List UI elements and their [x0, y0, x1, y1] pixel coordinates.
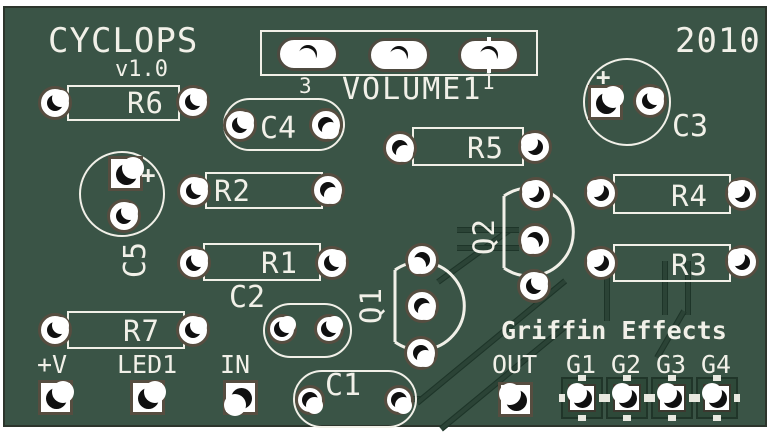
- capacitor-C1-pad2: [384, 385, 414, 415]
- pad-output-label: OUT: [492, 350, 538, 379]
- pad-output: [498, 382, 533, 417]
- capacitor-C1-pad1: [295, 385, 325, 415]
- resistor-R7-pad2: [176, 313, 210, 347]
- capacitor-C3-pos-pad: [588, 85, 624, 120]
- capacitor-C5-outline: [79, 151, 165, 237]
- resistor-R7-label: R7: [123, 314, 160, 348]
- capacitor-C4-label: C4: [260, 111, 297, 146]
- pad-g2-inner: [612, 383, 641, 412]
- pad-g4-label: G4: [701, 350, 732, 379]
- resistor-R5-label: R5: [467, 131, 504, 165]
- capacitor-C2-label: C2: [229, 280, 266, 315]
- resistor-R5-pad2: [518, 130, 552, 164]
- resistor-R4-label: R4: [671, 179, 708, 213]
- transistor-Q1-pad1: [405, 243, 439, 277]
- resistor-R1-label: R1: [261, 246, 298, 280]
- volume1-pin3-label: 3: [299, 74, 312, 98]
- resistor-R4-pad2: [725, 177, 759, 211]
- pcb-board: CYCLOPS v1.0 2010 Griffin Effects 3 VOLU…: [3, 6, 767, 432]
- volume1-pin1-label: 1: [482, 70, 495, 94]
- capacitor-C1-outline: [293, 370, 417, 428]
- pad-g1-label: G1: [566, 350, 597, 379]
- board-title: CYCLOPS: [48, 21, 199, 61]
- capacitor-C2-pad1: [267, 314, 297, 344]
- resistor-R3-label: R3: [671, 248, 708, 282]
- pad-input-label: IN: [220, 350, 251, 379]
- resistor-R4-pad1: [584, 176, 618, 210]
- capacitor-C4-pad2: [309, 108, 343, 142]
- capacitor-C3-neg-pad: [633, 84, 667, 118]
- pad-led: [130, 380, 166, 415]
- capacitor-C3-plus: +: [596, 63, 611, 91]
- pad-g2: [604, 375, 648, 419]
- capacitor-C3-label: C3: [672, 109, 709, 144]
- pad-power: [38, 380, 74, 415]
- capacitor-C2-pad2: [314, 314, 344, 344]
- pad-g3-label: G3: [656, 350, 687, 379]
- pad-g3-inner: [657, 383, 686, 412]
- resistor-R1-pad1: [177, 246, 211, 280]
- pad-input: [223, 380, 258, 416]
- transistor-Q2-pad3: [517, 269, 551, 303]
- capacitor-C5-neg-pad: [107, 199, 141, 233]
- resistor-R2-pad1: [177, 174, 211, 208]
- pad-led-label: LED1: [117, 350, 178, 379]
- capacitor-C5-pos-pad: [108, 156, 144, 191]
- resistor-R2-pad2: [311, 173, 345, 207]
- resistor-R5-pad1: [383, 131, 417, 165]
- transistor-Q1-label: Q1: [353, 287, 388, 324]
- volume1-pad3: [277, 37, 339, 71]
- resistor-R2-label: R2: [214, 174, 251, 208]
- pad-g2-label: G2: [611, 350, 642, 379]
- pad-g1-inner: [567, 383, 596, 412]
- transistor-Q1-pad2: [405, 289, 439, 323]
- volume1-pad2: [368, 38, 430, 72]
- capacitor-C5-plus: +: [141, 161, 156, 189]
- capacitor-C3-outline: [583, 58, 671, 146]
- volume1-label: VOLUME1: [342, 72, 483, 107]
- volume1-pad1: [458, 37, 520, 73]
- transistor-Q2-pad1: [519, 177, 553, 211]
- resistor-R7-pad1: [38, 313, 72, 347]
- transistor-Q2-label: Q2: [466, 218, 501, 255]
- resistor-R3-pad1: [584, 246, 618, 280]
- pad-power-label: +V: [37, 350, 68, 379]
- resistor-R3-pad2: [725, 245, 759, 279]
- pad-g1: [559, 375, 603, 419]
- transistor-Q1-pad3: [404, 336, 438, 370]
- resistor-R1-pad2: [315, 246, 349, 280]
- brand-text: Griffin Effects: [501, 316, 727, 345]
- resistor-R6-pad1: [38, 86, 72, 120]
- transistor-Q2-pad2: [518, 223, 552, 257]
- capacitor-C4-pad1: [223, 108, 257, 142]
- copper-trace: [457, 227, 519, 233]
- volume1-outline: [260, 30, 538, 76]
- pad-g4-inner: [702, 383, 731, 412]
- capacitor-C1-label: C1: [325, 368, 362, 403]
- copper-trace: [457, 245, 519, 251]
- capacitor-C5-label: C5: [118, 241, 154, 279]
- resistor-R6-label: R6: [127, 86, 164, 120]
- resistor-R6-pad2: [176, 85, 210, 119]
- pad-g4: [694, 375, 738, 419]
- board-year: 2010: [675, 21, 761, 61]
- pad-g3: [649, 375, 693, 419]
- capacitor-C2-outline: [263, 303, 352, 358]
- board-version: v1.0: [115, 57, 168, 82]
